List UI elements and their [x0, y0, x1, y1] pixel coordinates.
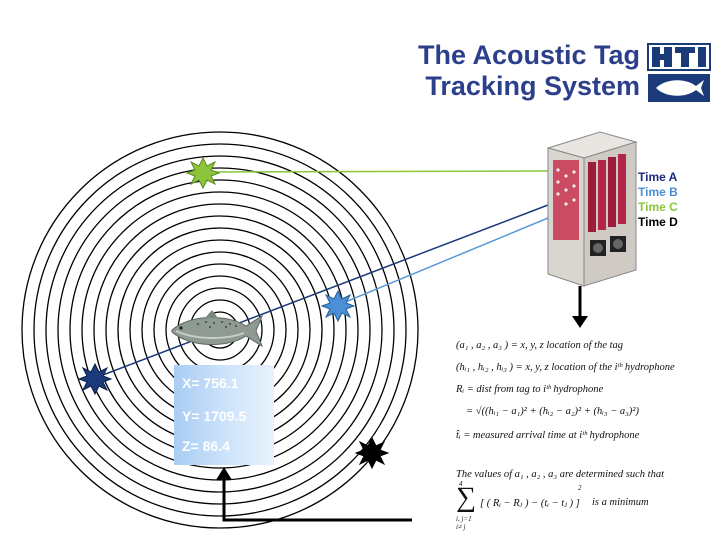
range-ring	[81, 191, 359, 469]
equation-distance-formula: = √((hᵢ₁ − a₁)² + (hᵢ₂ − a₂)² + (hᵢ₃ − a…	[466, 406, 639, 417]
sum-lower-limit: i, j=1	[456, 515, 472, 523]
hti-logo	[647, 43, 711, 102]
time-label-d: Time D	[638, 215, 678, 229]
receiver-unit	[546, 131, 638, 287]
time-labels: Time A Time B Time C Time D	[638, 170, 678, 230]
sum-expression: [ ( Rᵢ − Rⱼ ) − (tᵢ − tⱼ ) ]	[480, 498, 580, 509]
time-label-c: Time C	[638, 200, 678, 214]
page-title: The Acoustic Tag Tracking System	[340, 40, 640, 102]
time-label-a: Time A	[638, 170, 678, 184]
range-ring	[21, 131, 419, 529]
feedback-arrow-line	[222, 478, 412, 522]
feedback-arrowhead	[216, 467, 232, 480]
range-ring	[45, 155, 395, 505]
hydrophone-black-icon	[354, 436, 390, 470]
signal-line-green	[202, 170, 549, 173]
sum-exponent: 2	[578, 484, 582, 492]
time-label-b: Time B	[638, 185, 678, 199]
sum-lower-condition: i≠ j	[456, 523, 466, 531]
sum-upper-limit: 4	[459, 480, 463, 488]
equation-arrival-time: t̂ᵢ = measured arrival time at iᵗʰ hydro…	[456, 430, 640, 441]
signal-line-navy	[94, 204, 549, 379]
equation-hydrophone-location: (hᵢ₁ , hᵢ₂ , hᵢ₃ ) = x, y, z location of…	[456, 362, 675, 373]
output-arrowhead	[572, 316, 588, 328]
signal-line-lightblue	[337, 217, 549, 306]
title-line-1: The Acoustic Tag	[417, 40, 640, 70]
hydrophone-green-icon	[185, 156, 221, 190]
coord-z: Z= 86.4	[182, 438, 230, 454]
fish-icon	[171, 310, 264, 348]
range-ring	[57, 167, 383, 493]
equation-distance: Rᵢ = dist from tag to iᵗʰ hydrophone	[456, 384, 604, 395]
hydrophone-navy-icon	[77, 362, 113, 396]
coord-x: X= 756.1	[182, 375, 239, 391]
sum-result-text: is a minimum	[592, 497, 649, 508]
hydrophone-lightblue-icon	[320, 289, 356, 323]
range-ring	[33, 143, 407, 517]
tag-coordinates-box: X= 756.1 Y= 1709.5 Z= 86.4	[174, 365, 274, 465]
coord-y: Y= 1709.5	[182, 408, 247, 424]
equation-tag-location: (a₁ , a₂ , a₃ ) = x, y, z location of th…	[456, 340, 624, 351]
sigma-symbol: ∑	[456, 482, 476, 513]
equation-minimize-statement: The values of a₁ , a₂ , a₃ are determine…	[456, 469, 664, 480]
title-line-2: Tracking System	[425, 71, 640, 101]
